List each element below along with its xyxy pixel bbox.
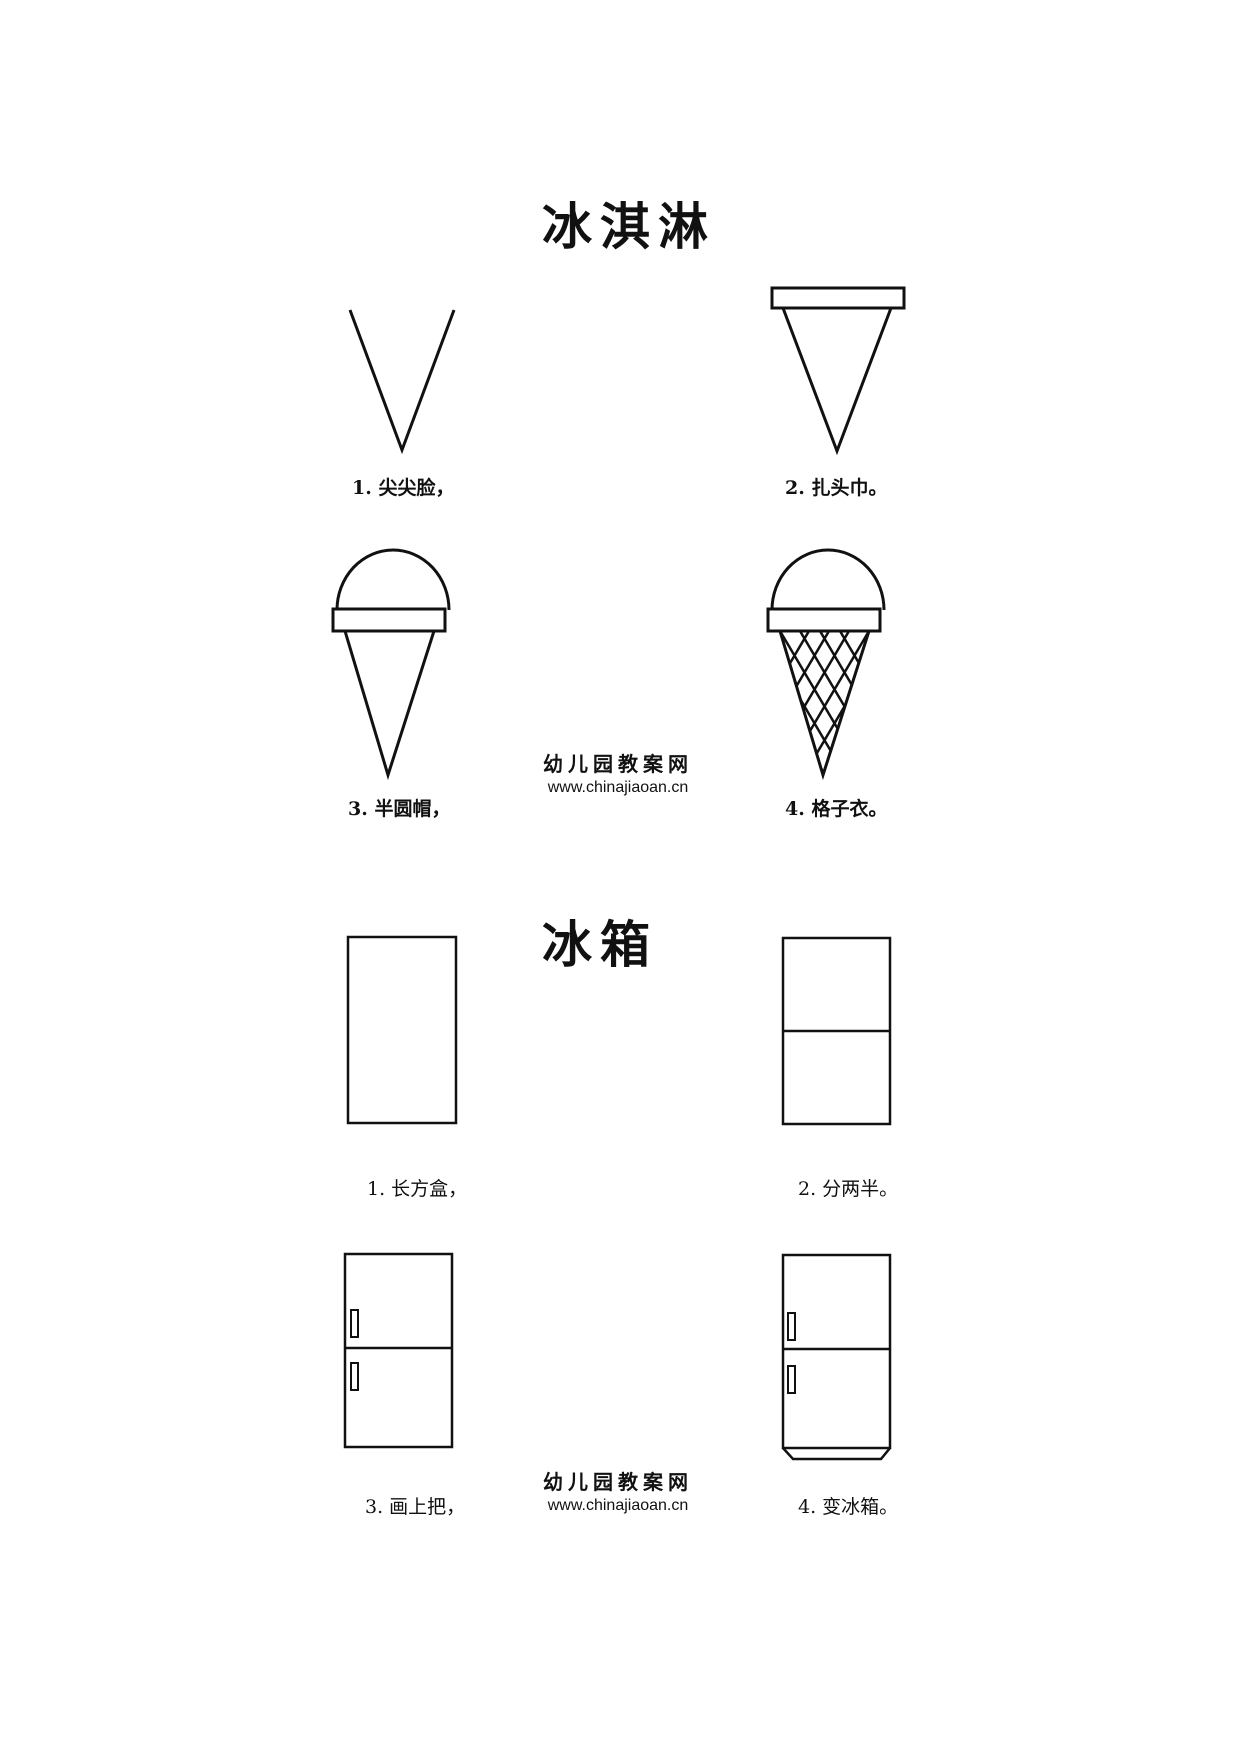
watermark-name: 幼儿园教案网 [543,752,693,776]
section-title-ice-cream: 冰淇淋 [542,198,716,256]
fridge-step4-caption: 4. 变冰箱。 [798,1496,899,1518]
ice-cream-step2-drawing [770,286,906,456]
fridge-step2-caption: 2. 分两半。 [798,1178,899,1200]
ice-cream-step2-caption: 2. 扎头巾。 [785,477,888,499]
fridge-step4-drawing [781,1253,892,1461]
watermark-url: www.chinajiaoan.cn [547,779,689,796]
watermark: 幼儿园教案网 www.chinajiaoan.cn [518,1466,718,1515]
fridge-step1-caption: 1. 长方盒， [367,1178,468,1200]
ice-cream-step4-drawing [766,548,886,781]
ice-cream-step1-drawing [348,309,456,455]
watermark-url: www.chinajiaoan.cn [547,1497,689,1514]
watermark-name: 幼儿园教案网 [543,1470,693,1494]
watermark: 幼儿园教案网 www.chinajiaoan.cn [518,748,718,797]
fridge-step3-drawing [343,1252,454,1449]
ice-cream-step3-drawing [331,548,451,781]
fridge-step3-caption: 3. 画上把， [365,1496,466,1518]
fridge-step1-drawing [346,935,458,1125]
ice-cream-step3-caption: 3. 半圆帽， [348,798,451,820]
fridge-step2-drawing [781,936,892,1126]
ice-cream-step1-caption: 1. 尖尖脸， [352,477,455,499]
section-title-fridge: 冰箱 [542,916,658,974]
ice-cream-step4-caption: 4. 格子衣。 [785,798,888,820]
